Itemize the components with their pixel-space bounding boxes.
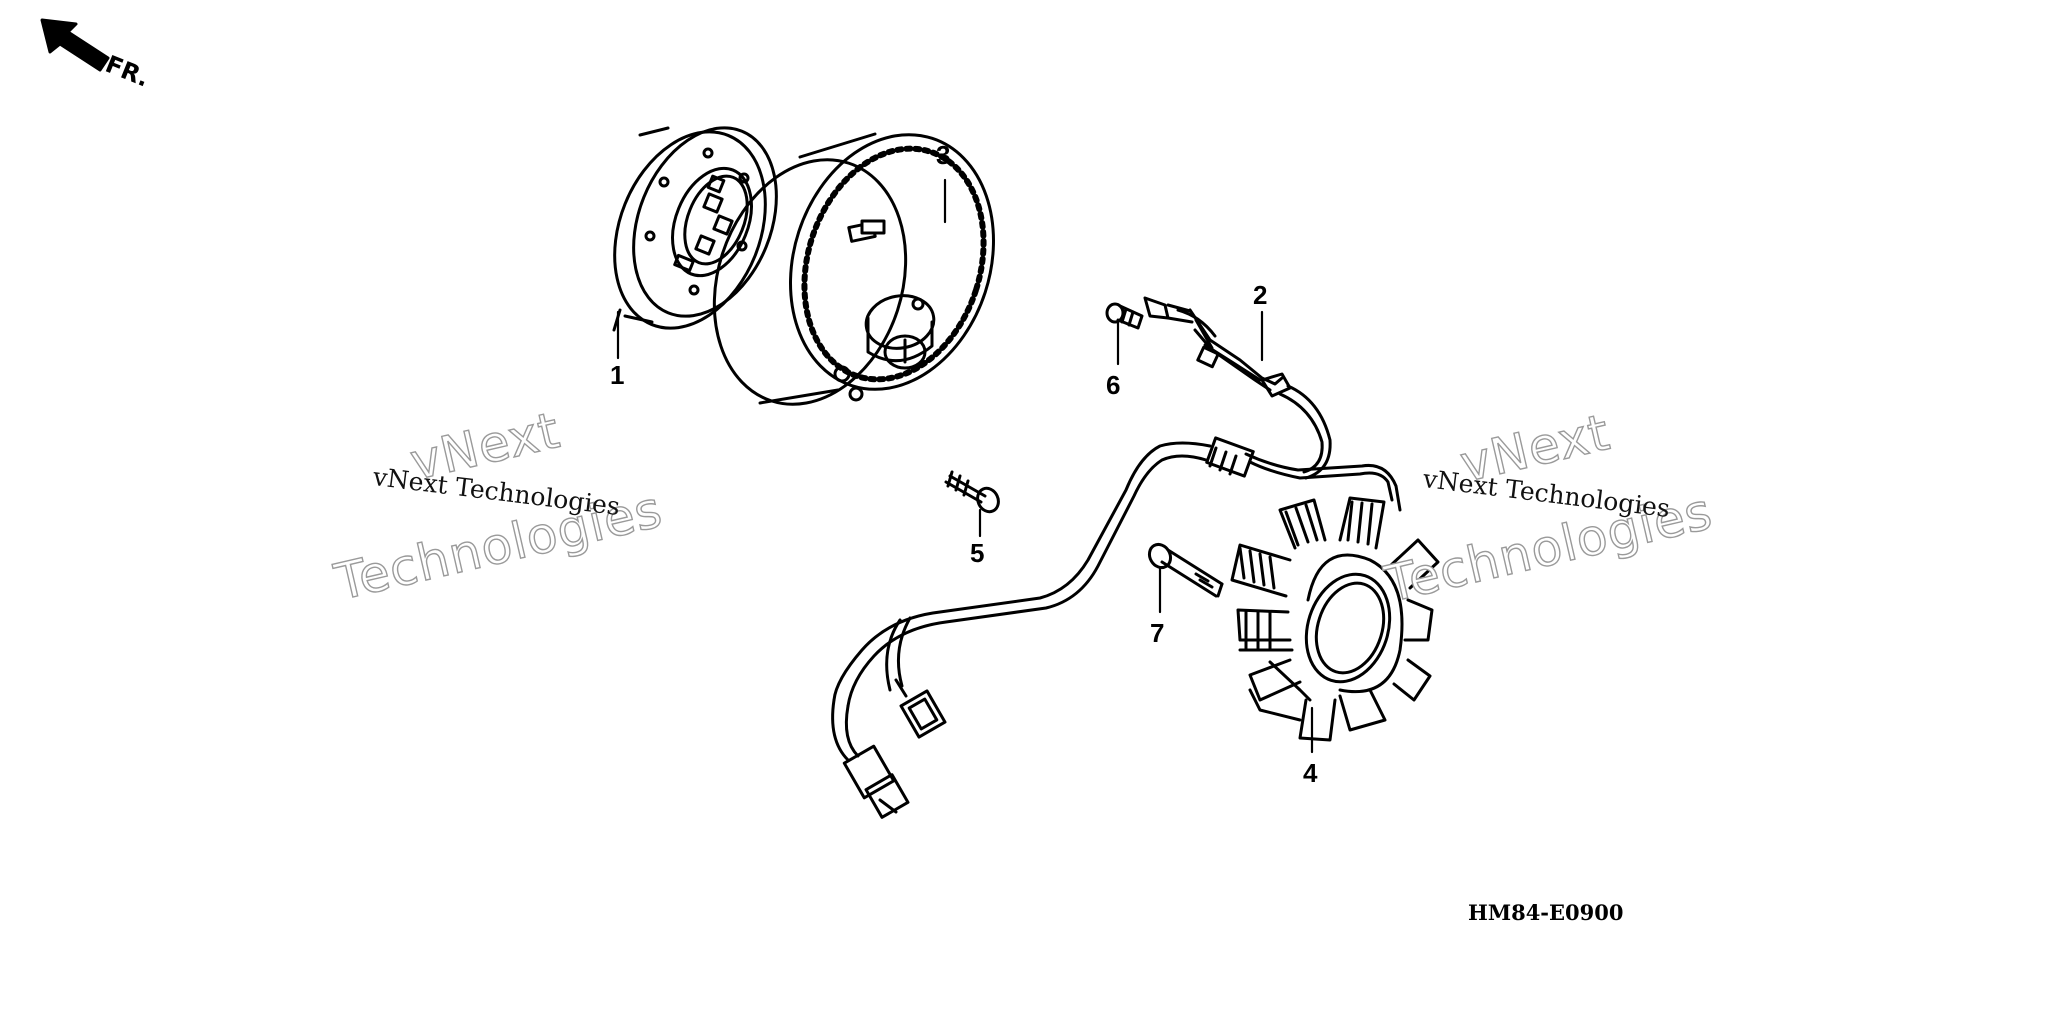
front-direction-arrow-icon: [40, 18, 110, 72]
part-4-stator: [1230, 452, 1440, 742]
part-2-pulse-generator: [1143, 296, 1332, 480]
callout-2: 2: [1253, 280, 1268, 310]
part-1-flywheel-rotor: [612, 126, 778, 332]
leader-lines: [616, 178, 1314, 754]
part-7-bolt: [1147, 542, 1224, 598]
diagram-code: HM84-E0900: [1468, 900, 1624, 925]
callout-1: 1: [610, 360, 625, 390]
stator-wire-harness: [831, 436, 1255, 819]
part-6-bolt: [1105, 302, 1144, 330]
callout-7: 7: [1150, 618, 1165, 648]
callout-6: 6: [1106, 370, 1121, 400]
callout-5: 5: [970, 538, 985, 568]
callout-3: 3: [936, 140, 951, 170]
callout-4: 4: [1303, 758, 1318, 788]
part-5-bolt: [944, 470, 1000, 514]
part-3-flywheel: [712, 132, 995, 406]
